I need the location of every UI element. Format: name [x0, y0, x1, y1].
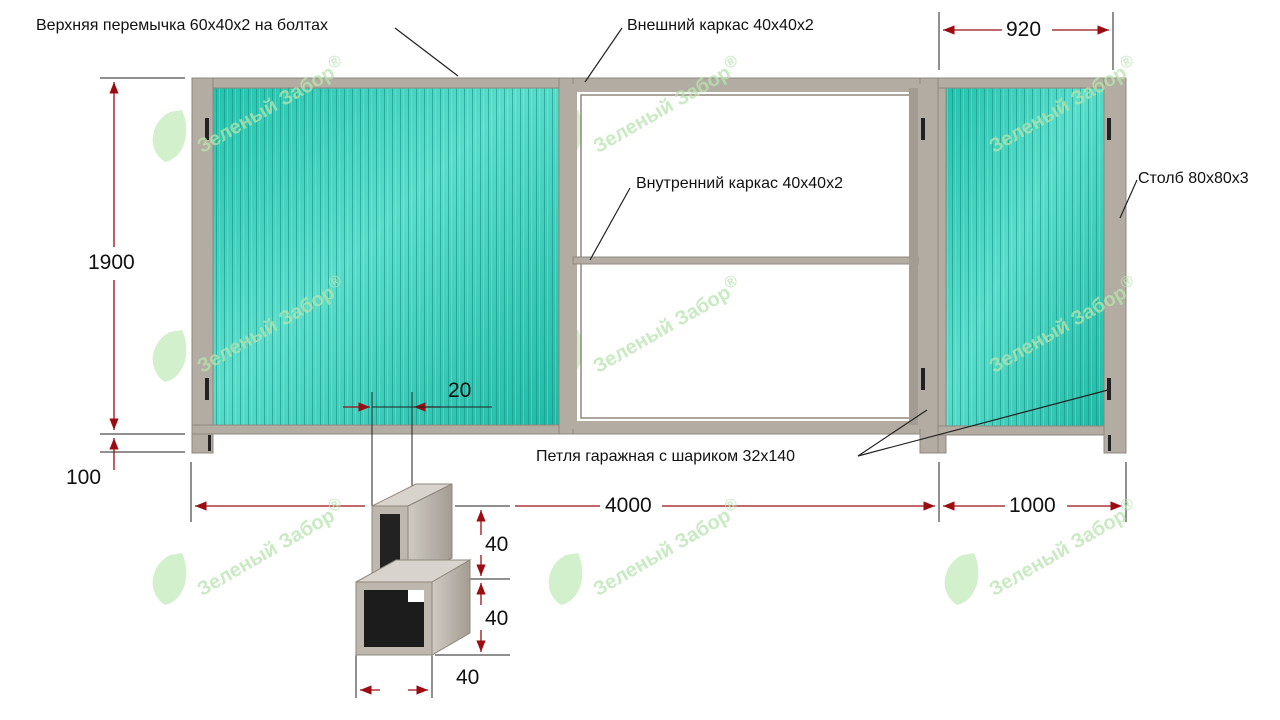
hinge-icon — [1107, 378, 1111, 400]
wicket-width-dimension: 1000 — [1009, 494, 1056, 517]
inner-frame-label: Внутренний каркас 40х40х2 — [636, 175, 843, 192]
hinge-icon — [208, 435, 211, 451]
hinge-icon — [1107, 118, 1111, 140]
gate-width-dimension: 4000 — [605, 494, 652, 517]
top-lintel-label: Верхняя перемычка 60х40х2 на болтах — [36, 17, 328, 34]
post-label: Столб 80х80х3 — [1138, 170, 1249, 187]
wicket-inner-width-dimension: 920 — [1006, 18, 1042, 41]
profile-tube-bottom — [355, 559, 472, 656]
profile-gap-dimension: 20 — [448, 379, 472, 402]
callout-leaders — [394, 27, 1138, 457]
profile-tube-top — [371, 483, 453, 580]
watermark-logo-icon — [152, 110, 187, 162]
profile-bottom-height-dimension: 40 — [485, 607, 509, 630]
hinge-icon — [921, 368, 925, 390]
left-gate-leaf — [213, 88, 559, 425]
hinge-icon — [1108, 435, 1111, 451]
wicket-panel — [946, 88, 1104, 426]
outer-frame-label: Внешний каркас 40х40х2 — [627, 17, 814, 34]
watermark-logo-icon — [548, 553, 583, 605]
watermark-logo-icon — [944, 553, 979, 605]
right-gate-leaf — [569, 84, 922, 429]
outer-frame — [191, 77, 939, 454]
ground-gap-dimension: 100 — [66, 466, 102, 489]
watermark-logo-icon — [152, 553, 187, 605]
wicket-frame — [937, 77, 1127, 454]
hinge-icons — [205, 118, 1111, 451]
profile-top-height-dimension: 40 — [485, 533, 509, 556]
hinge-icon — [205, 118, 209, 140]
profile-bottom-width-dimension: 40 — [456, 666, 480, 689]
hinge-icon — [921, 118, 925, 140]
gate-height-dimension: 1900 — [88, 251, 135, 274]
hinge-label: Петля гаражная с шариком 32х140 — [536, 448, 796, 465]
dimension-arrows — [109, 25, 1122, 695]
hinge-icon — [205, 378, 209, 400]
watermark-logo-icon — [152, 330, 187, 382]
